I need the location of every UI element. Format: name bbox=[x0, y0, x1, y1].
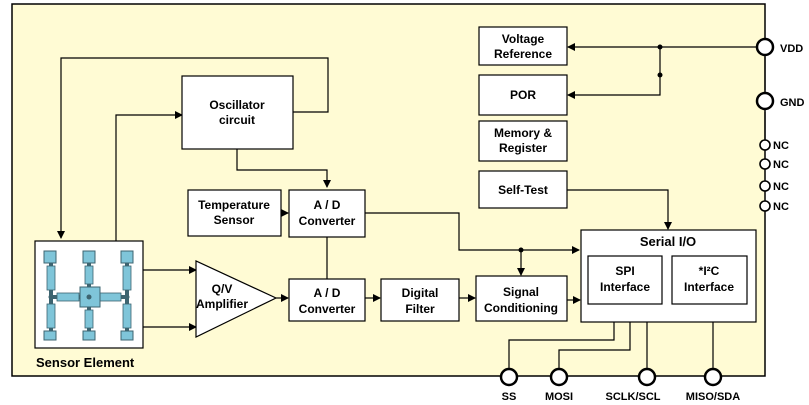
voltage-reference-label-1: Voltage bbox=[502, 32, 545, 46]
digital-filter-label-1: Digital bbox=[402, 286, 439, 300]
memory-register-block: Memory & Register bbox=[478, 120, 568, 162]
ad-converter-bottom-block: A / D Converter bbox=[288, 278, 366, 322]
pin-gnd: GND bbox=[755, 91, 805, 111]
pin-nc-1: NC bbox=[759, 139, 789, 152]
signal-conditioning-block: Signal Conditioning bbox=[475, 275, 568, 322]
ad-converter-bottom-label-2: Converter bbox=[299, 302, 356, 316]
pin-nc-3: NC bbox=[759, 180, 789, 193]
qv-amplifier-label-2: Amplifier bbox=[196, 297, 248, 311]
ad-converter-bottom-label-1: A / D bbox=[314, 286, 341, 300]
pin-nc-label: NC bbox=[773, 159, 789, 171]
pin-mosi-label: MOSI bbox=[545, 391, 573, 403]
self-test-label: Self-Test bbox=[498, 183, 548, 197]
memory-register-label-1: Memory & bbox=[494, 126, 552, 140]
i2c-interface-label-1: *I²C bbox=[699, 264, 720, 278]
signal-conditioning-label-1: Signal bbox=[503, 285, 539, 299]
spi-interface-label-2: Interface bbox=[600, 280, 650, 294]
temperature-sensor-label-1: Temperature bbox=[198, 198, 270, 212]
qv-amplifier-label-1: Q/V bbox=[212, 282, 233, 296]
por-label: POR bbox=[510, 88, 536, 102]
ad-converter-top-block: A / D Converter bbox=[288, 189, 366, 238]
oscillator-label-1: Oscillator bbox=[209, 98, 265, 112]
oscillator-label-2: circuit bbox=[219, 113, 255, 127]
pin-nc-4: NC bbox=[759, 200, 789, 213]
digital-filter-label-2: Filter bbox=[405, 302, 435, 316]
self-test-block: Self-Test bbox=[478, 170, 568, 209]
i2c-interface-label-2: Interface bbox=[684, 280, 734, 294]
oscillator-block: Oscillator circuit bbox=[181, 75, 294, 150]
sensor-element-label: Sensor Element bbox=[36, 355, 135, 370]
pin-ss: SS bbox=[499, 367, 519, 403]
pin-ss-label: SS bbox=[502, 391, 517, 403]
pin-mosi: MOSI bbox=[545, 367, 573, 403]
pin-nc-2: NC bbox=[759, 158, 789, 171]
pin-nc-label: NC bbox=[773, 140, 789, 152]
voltage-reference-block: Voltage Reference bbox=[478, 26, 568, 66]
qv-amplifier-block: Q/V Amplifier bbox=[195, 260, 278, 338]
ad-converter-top-label-2: Converter bbox=[299, 214, 356, 228]
pin-miso-sda-label: MISO/SDA bbox=[686, 391, 740, 403]
temperature-sensor-block: Temperature Sensor bbox=[187, 189, 282, 237]
memory-register-label-2: Register bbox=[499, 141, 547, 155]
serial-io-block: Serial I/O SPI Interface *I²C Interface bbox=[580, 229, 757, 323]
mems-structure-icon bbox=[43, 250, 134, 341]
voltage-reference-label-2: Reference bbox=[494, 47, 552, 61]
pin-gnd-label: GND bbox=[780, 97, 805, 109]
digital-filter-block: Digital Filter bbox=[380, 278, 460, 322]
pin-sclk-scl: SCLK/SCL bbox=[606, 367, 661, 403]
spi-interface-label-1: SPI bbox=[615, 264, 634, 278]
temperature-sensor-label-2: Sensor bbox=[214, 213, 255, 227]
junction-dot bbox=[657, 44, 663, 50]
junction-dot bbox=[518, 247, 524, 253]
junction-dot bbox=[657, 72, 663, 78]
pin-vdd-label: VDD bbox=[780, 43, 803, 55]
pin-nc-label: NC bbox=[773, 201, 789, 213]
ad-converter-top-label-1: A / D bbox=[314, 198, 341, 212]
sensor-element-block: Sensor Element bbox=[34, 240, 144, 370]
pin-sclk-scl-label: SCLK/SCL bbox=[606, 391, 661, 403]
signal-wires bbox=[57, 43, 766, 368]
serial-io-label: Serial I/O bbox=[640, 234, 696, 249]
por-block: POR bbox=[478, 74, 568, 116]
pin-vdd: VDD bbox=[755, 37, 803, 57]
pin-miso-sda: MISO/SDA bbox=[686, 367, 740, 403]
signal-conditioning-label-2: Conditioning bbox=[484, 301, 558, 315]
pin-nc-label: NC bbox=[773, 181, 789, 193]
